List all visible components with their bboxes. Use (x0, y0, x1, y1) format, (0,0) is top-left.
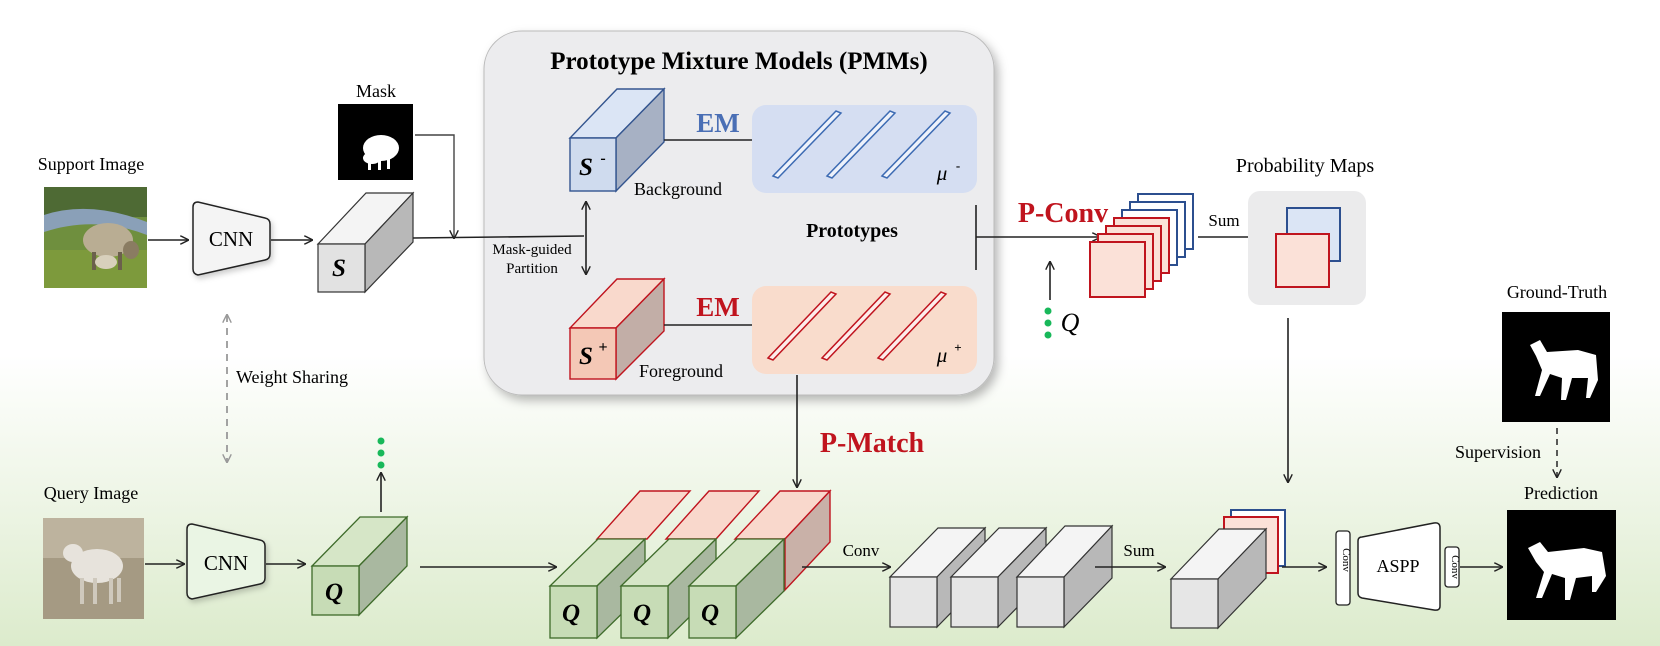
mask-label: Mask (356, 81, 396, 101)
pmatch-label: P-Match (820, 428, 925, 459)
mu-plus-sup: + (954, 340, 961, 355)
mu-minus-sup: - (956, 158, 960, 173)
query-cnn-label: CNN (204, 551, 248, 575)
prototypes-label: Prototypes (806, 220, 898, 242)
s-minus-symbol: S (579, 154, 593, 181)
ground-truth-label: Ground-Truth (1507, 282, 1607, 302)
foreground-label: Foreground (639, 361, 723, 381)
foreground-prototype-bars (766, 291, 948, 361)
pmatch-q3: Q (701, 600, 719, 627)
support-mask-image (338, 104, 413, 180)
q-dots (1044, 307, 1052, 339)
pmatch-q1: Q (562, 600, 580, 627)
foreground-prototypes-box (752, 286, 977, 374)
mu-plus-symbol: μ (936, 343, 948, 367)
aspp-block (1357, 522, 1441, 611)
s-plus-symbol: S (579, 343, 593, 370)
support-cnn-label: CNN (209, 227, 253, 251)
support-image (44, 187, 147, 288)
pmatch-stack (548, 489, 832, 640)
query-dots (377, 437, 385, 469)
query-image (43, 518, 144, 619)
background-label: Background (634, 179, 722, 199)
aspp-label: ASPP (1376, 556, 1419, 576)
pconv-label: P-Conv (1018, 198, 1108, 229)
arrow-mask-to-partition (415, 134, 454, 238)
support-cnn-block (192, 201, 271, 276)
conv-feature-blocks (888, 524, 1114, 629)
background-cube (568, 87, 666, 193)
pmatch-q2: Q (633, 600, 651, 627)
supervision-label: Supervision (1455, 442, 1541, 462)
conv-label: Conv (843, 541, 880, 560)
mask-guided-line2: Partition (506, 261, 558, 277)
query-image-label: Query Image (44, 483, 138, 503)
q-label: Q (1061, 308, 1080, 337)
prediction-mask (1507, 510, 1616, 620)
conv-box-left-label: Conv (1340, 548, 1352, 572)
conv-box-right-label: Conv (1449, 555, 1461, 579)
ground-truth-mask (1502, 312, 1610, 422)
sum-label-probability: Sum (1208, 211, 1239, 230)
s-minus-sup: - (600, 150, 605, 167)
background-prototype-bars (771, 110, 952, 179)
conv-box-right (1444, 546, 1460, 588)
query-feature-symbol: Q (325, 579, 343, 606)
summed-feature-block (1169, 509, 1286, 630)
mask-guided-line1: Mask-guided (492, 242, 572, 258)
probability-maps (1275, 207, 1341, 288)
s-plus-sup: + (598, 339, 607, 356)
query-cnn-block (186, 523, 266, 600)
support-image-label: Support Image (38, 154, 144, 174)
prediction-label: Prediction (1524, 483, 1598, 503)
probability-maps-label: Probability Maps (1236, 155, 1375, 177)
support-feature-symbol: S (332, 255, 346, 282)
background-prototypes-box (752, 105, 977, 193)
pconv-output-maps (1089, 193, 1194, 298)
conv-box-left (1335, 530, 1351, 606)
sum-label-query: Sum (1123, 541, 1154, 560)
em-label-foreground: EM (696, 292, 740, 322)
support-feature-cube (316, 191, 415, 294)
weight-sharing-label: Weight Sharing (236, 367, 348, 387)
foreground-cube (568, 277, 666, 381)
mu-minus-symbol: μ (936, 161, 948, 185)
query-feature-cube (310, 515, 409, 617)
em-label-background: EM (696, 108, 740, 138)
partition-line (412, 235, 585, 239)
pmm-title: Prototype Mixture Models (PMMs) (550, 48, 927, 75)
